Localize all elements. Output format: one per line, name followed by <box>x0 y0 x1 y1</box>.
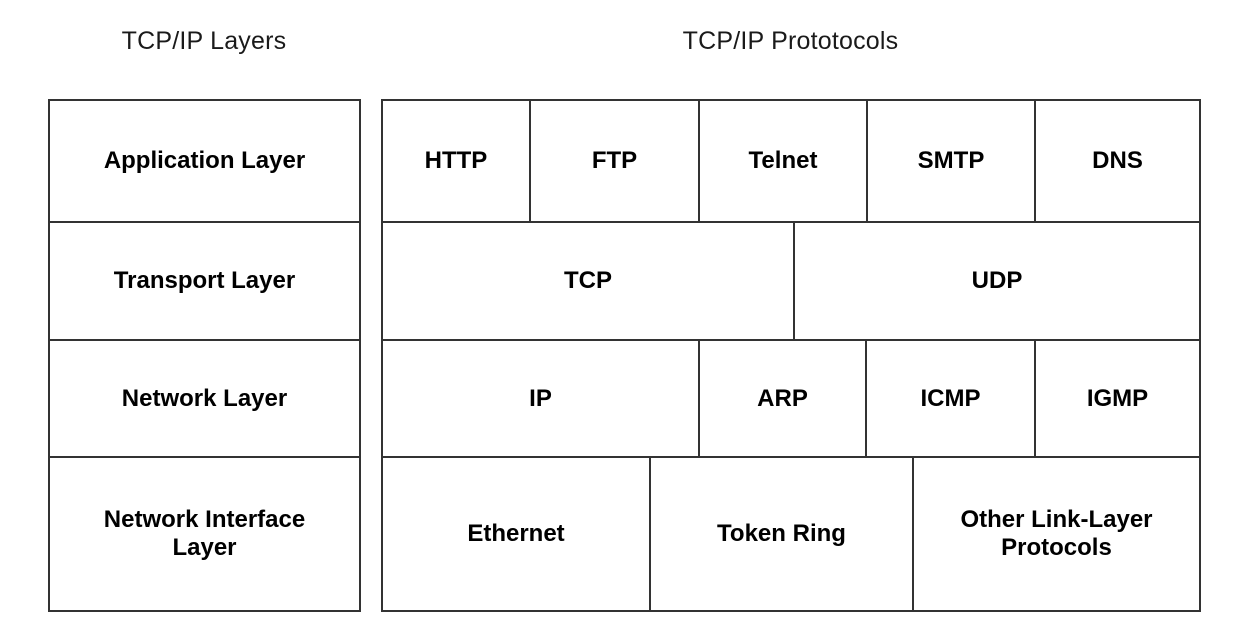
protocol-cell-ethernet: Ethernet <box>467 520 565 548</box>
protocol-cell-telnet: Telnet <box>698 101 866 221</box>
protocol-cell-other-link-layer: Other Link-Layer Protocols <box>912 458 1199 610</box>
layers-table: Application Layer Transport Layer Networ… <box>48 99 361 612</box>
layers-column-heading: TCP/IP Layers <box>121 27 287 55</box>
protocols-table: HTTP FTP Telnet SMTP DNS TCP UDP IP ARP … <box>381 99 1201 612</box>
protocols-row-link-layer: Ethernet Token Ring Other Link-Layer Pro… <box>383 456 1199 610</box>
protocol-cell-ip: IP <box>529 384 552 412</box>
protocol-cell-token-ring: Token Ring <box>649 458 912 610</box>
protocol-cell-igmp: IGMP <box>1034 341 1199 456</box>
layer-cell-network-interface: Network Interface Layer <box>103 506 306 561</box>
protocol-cell-dns: DNS <box>1034 101 1199 221</box>
layer-cell-network: Network Layer <box>121 384 288 412</box>
layers-row-network-interface: Network Interface Layer <box>50 456 359 610</box>
protocol-cell-http: HTTP <box>424 147 488 175</box>
protocol-cell-icmp: ICMP <box>865 341 1034 456</box>
protocol-cell-ftp: FTP <box>529 101 698 221</box>
protocols-row-transport: TCP UDP <box>383 221 1199 339</box>
protocols-column-heading: TCP/IP Prototocols <box>682 27 899 55</box>
layer-cell-application: Application Layer <box>103 147 306 175</box>
protocol-cell-tcp: TCP <box>564 267 612 295</box>
layers-row-network: Network Layer <box>50 339 359 456</box>
protocol-cell-smtp: SMTP <box>866 101 1034 221</box>
layers-row-transport: Transport Layer <box>50 221 359 339</box>
protocol-cell-udp: UDP <box>793 223 1199 339</box>
protocols-row-application: HTTP FTP Telnet SMTP DNS <box>383 101 1199 221</box>
layers-row-application: Application Layer <box>50 101 359 221</box>
protocol-cell-arp: ARP <box>698 341 865 456</box>
layer-cell-transport: Transport Layer <box>113 267 296 295</box>
protocols-row-network: IP ARP ICMP IGMP <box>383 339 1199 456</box>
